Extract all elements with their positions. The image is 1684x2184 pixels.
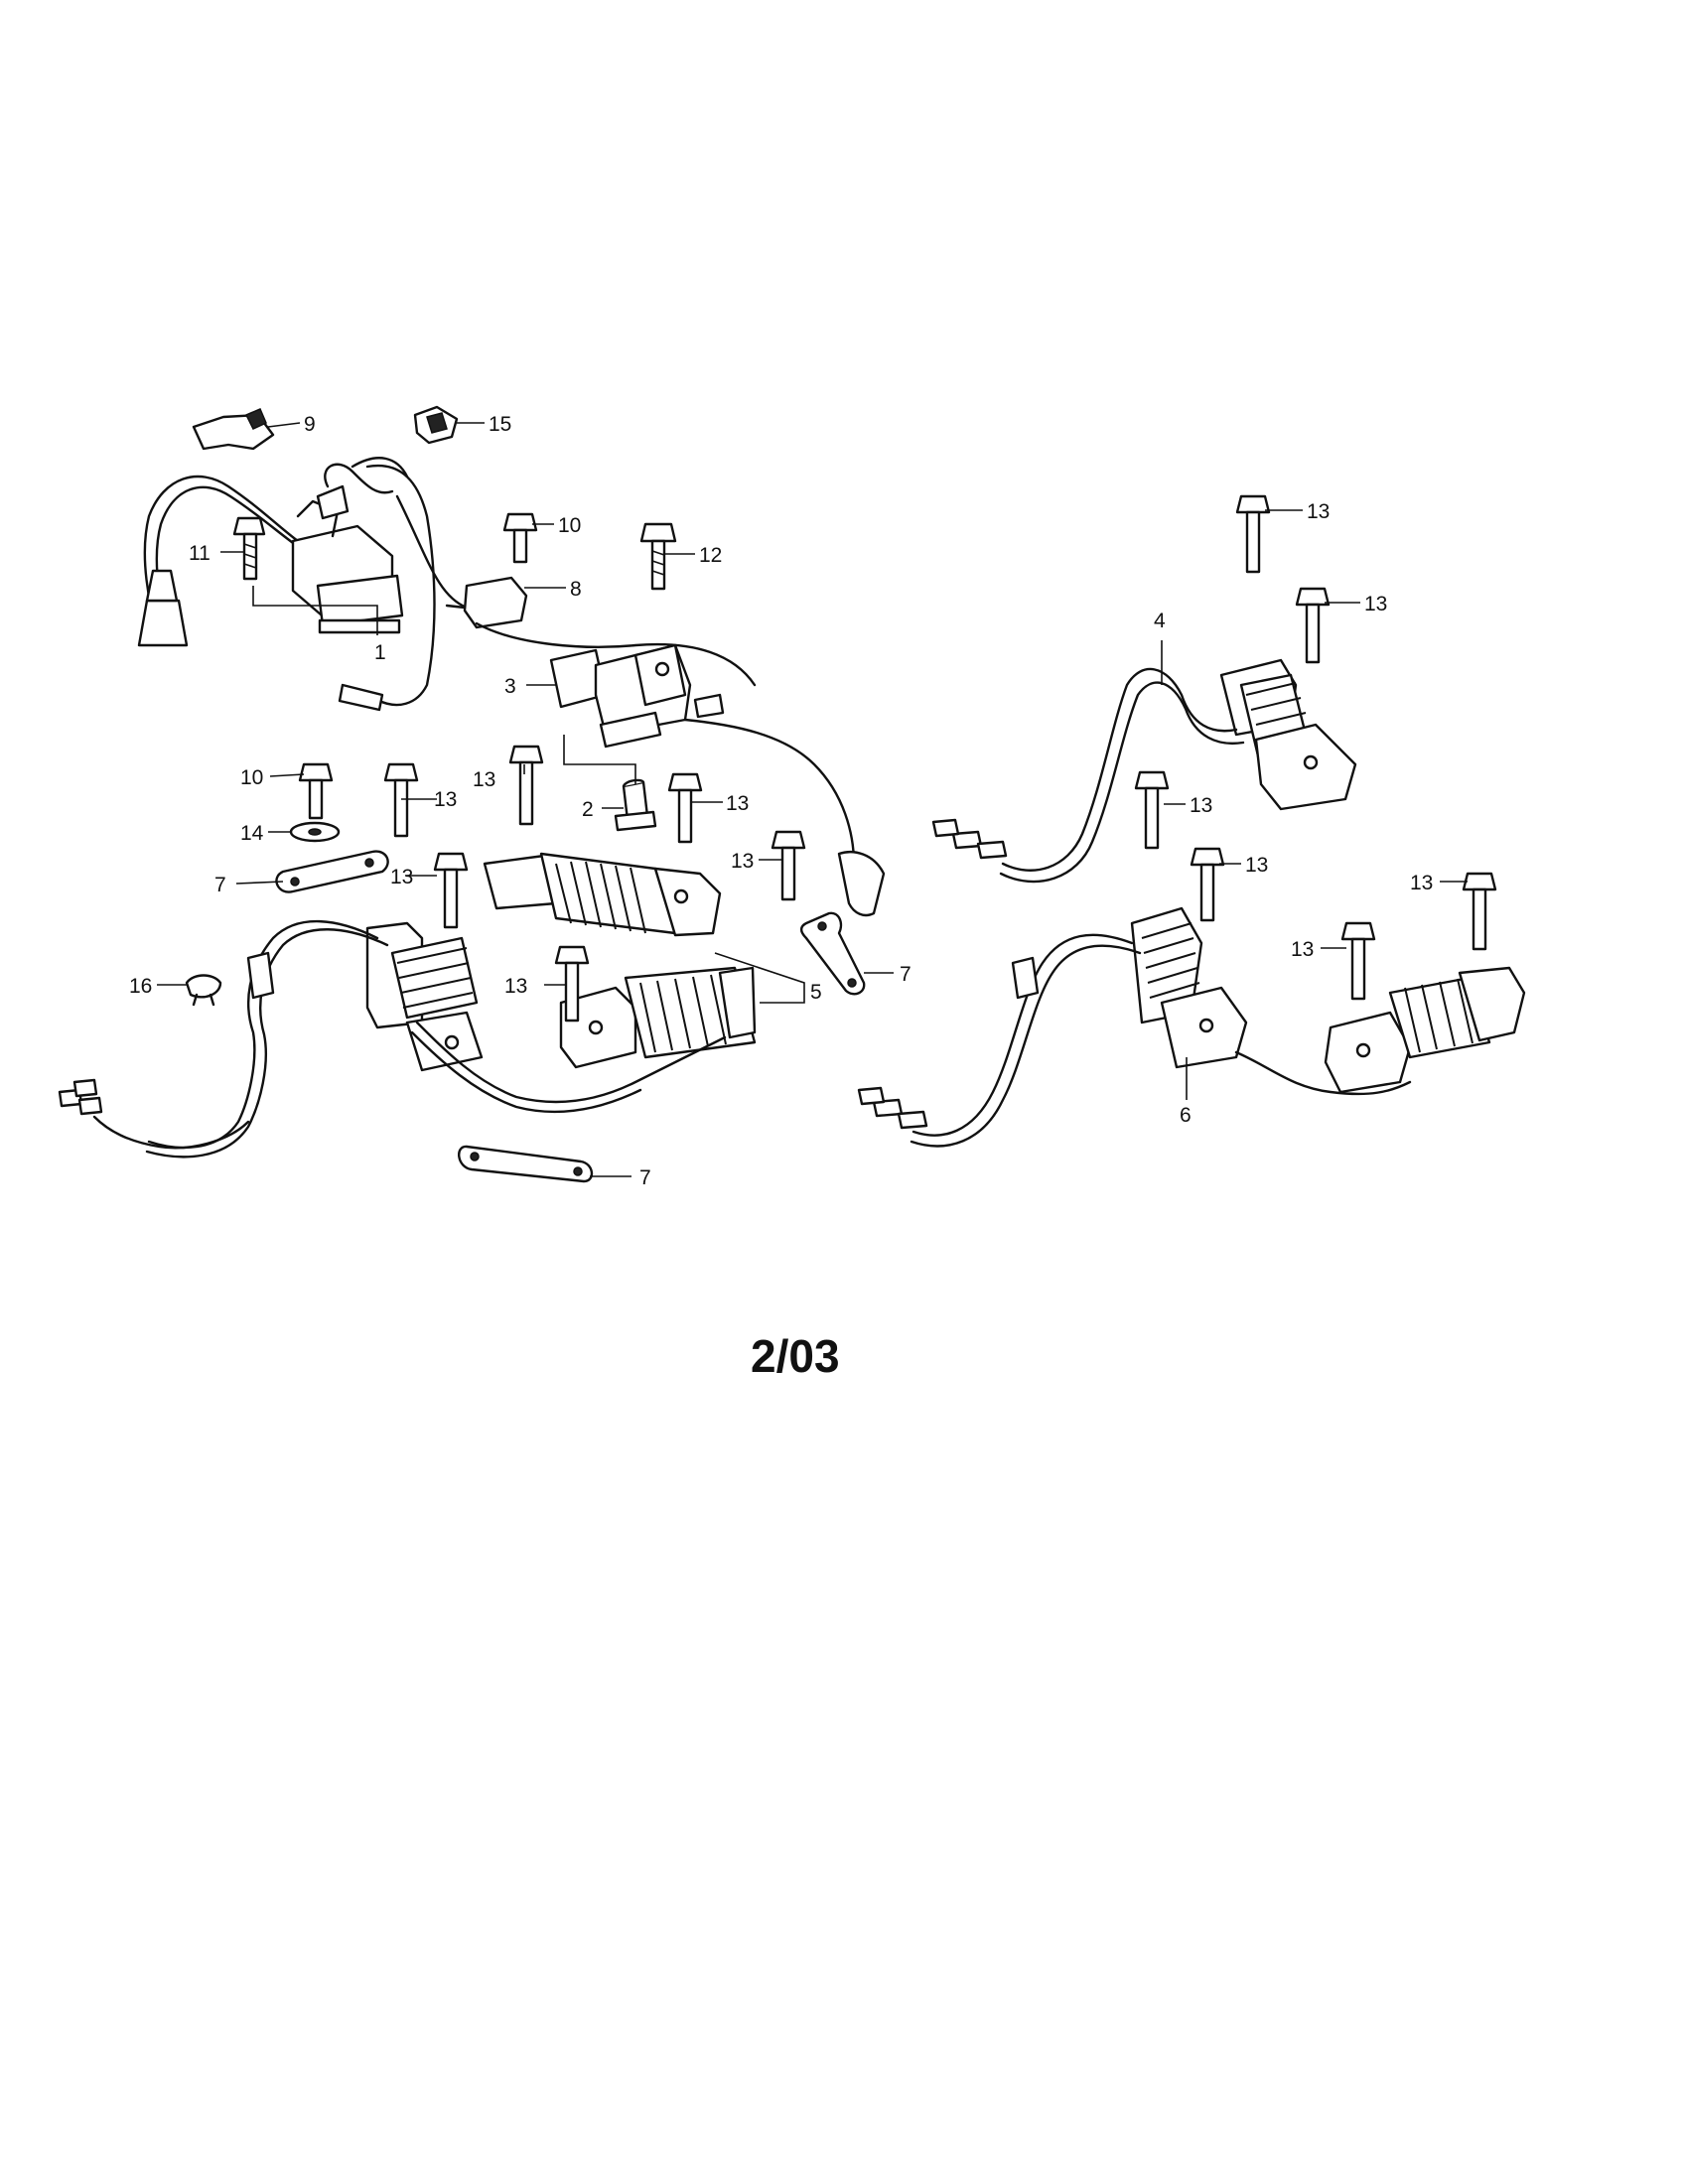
callout-10: 10	[558, 514, 581, 537]
plate-7-c	[458, 1145, 594, 1183]
bolt-13-j	[1190, 847, 1225, 922]
callout-5: 5	[810, 981, 822, 1004]
callout-7-b: 7	[900, 963, 912, 986]
callout-13-l: 13	[1291, 938, 1314, 961]
clip-16	[185, 974, 222, 1007]
callout-13-h: 13	[1364, 593, 1387, 615]
bolt-11	[232, 516, 266, 581]
clip-9	[192, 408, 275, 451]
callout-16: 16	[129, 975, 152, 998]
clip-15	[413, 405, 459, 445]
coil-8	[445, 576, 528, 629]
ignition-coil-assembly	[137, 457, 469, 712]
callout-7-a: 7	[214, 874, 226, 896]
stator-assembly-4	[931, 658, 1357, 884]
page-label: 2/03	[751, 1330, 840, 1382]
bolt-10-lower	[298, 762, 334, 820]
callout-13-e: 13	[390, 866, 413, 888]
spacer-2	[614, 778, 657, 832]
callout-labels: 9 15 10 11 12 8 1 3 2 10 14 7 13 13 13 1…	[129, 413, 1433, 1189]
callout-15: 15	[489, 413, 511, 436]
stator-assembly-6	[857, 906, 1526, 1148]
callout-1: 1	[374, 641, 386, 664]
bolt-13-h	[1295, 587, 1331, 664]
callout-7-c: 7	[639, 1166, 651, 1189]
callout-8: 8	[570, 578, 582, 601]
bolt-13-g	[1235, 494, 1271, 574]
callout-13-a: 13	[473, 768, 495, 791]
washer-14	[289, 821, 341, 843]
bolt-13-f	[554, 945, 590, 1023]
bolt-13-k	[1462, 872, 1497, 951]
callout-13-d: 13	[731, 850, 754, 873]
plate-7-b	[799, 911, 866, 996]
callout-12: 12	[699, 544, 722, 567]
callout-10-lower: 10	[240, 766, 263, 789]
leader-lines	[157, 422, 1468, 1177]
callout-13-g: 13	[1307, 500, 1330, 523]
callout-13-j: 13	[1245, 854, 1268, 877]
callout-13-b: 13	[434, 788, 457, 811]
callout-13-f: 13	[504, 975, 527, 998]
callout-13-c: 13	[726, 792, 749, 815]
callout-11: 11	[189, 542, 210, 565]
callout-9: 9	[304, 413, 316, 436]
plate-7-a	[275, 850, 389, 893]
callout-4: 4	[1154, 610, 1166, 632]
bolt-12	[639, 522, 677, 591]
bolt-13-c	[667, 772, 703, 844]
callout-2: 2	[582, 798, 594, 821]
stator-assembly-5	[58, 852, 757, 1159]
bolt-13-b	[508, 745, 544, 826]
bolt-13-a	[383, 762, 419, 838]
callout-14: 14	[240, 822, 264, 845]
callout-3: 3	[504, 675, 516, 698]
bolt-13-i	[1134, 770, 1170, 850]
callout-6: 6	[1180, 1104, 1192, 1127]
bolt-13-e	[433, 852, 469, 929]
bolt-13-l	[1340, 921, 1376, 1001]
callout-13-i: 13	[1190, 794, 1212, 817]
exciter-coil-3	[475, 621, 886, 917]
callout-13-k: 13	[1410, 872, 1433, 894]
bolt-10-top	[502, 512, 538, 564]
bolt-13-d	[771, 830, 806, 901]
